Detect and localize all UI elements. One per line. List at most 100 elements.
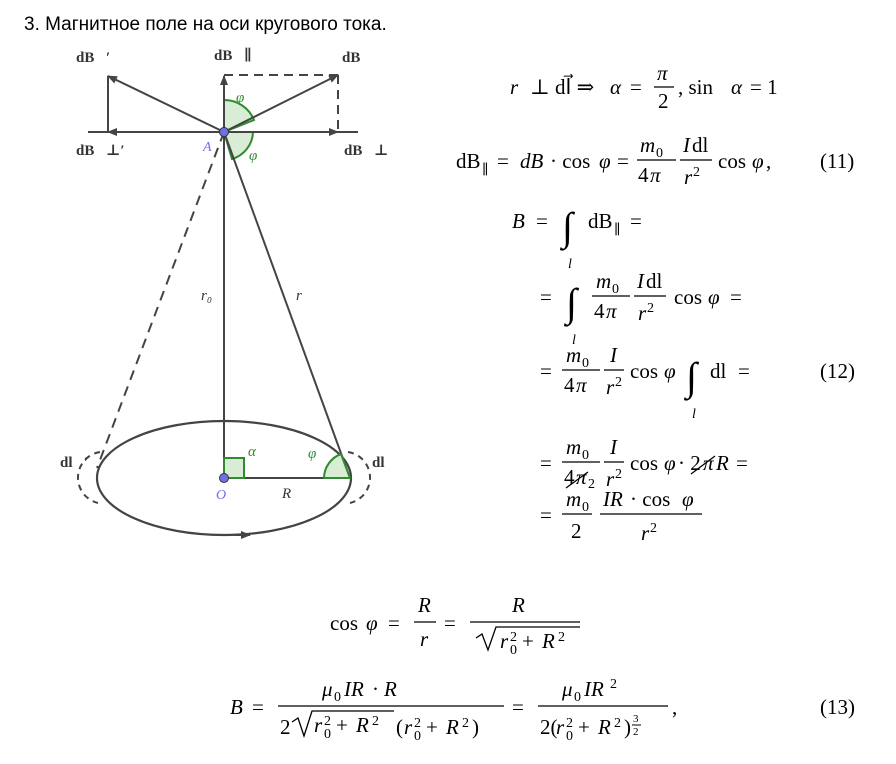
right-angle-alpha — [223, 457, 245, 479]
svg-text:r⃗: r⃗ — [510, 75, 535, 99]
svg-text:· 2: · 2 — [678, 451, 701, 475]
label-r0: r₀ — [201, 288, 212, 304]
svg-text:4: 4 — [564, 373, 575, 397]
svg-text:=: = — [738, 359, 750, 383]
dashed-r-line — [96, 131, 225, 469]
svg-text:R: R — [383, 677, 397, 701]
svg-text:2: 2 — [693, 165, 700, 180]
svg-text:2: 2 — [280, 715, 291, 739]
equation-13: B = μ 0 IR · R 2 r 0 2 + R 2 ( r 0 2 + R… — [230, 677, 855, 744]
svg-text:IR: IR — [343, 677, 364, 701]
svg-text:∫: ∫ — [559, 204, 576, 251]
svg-text:m: m — [566, 435, 581, 459]
label-R: R — [281, 486, 291, 502]
section-heading: 3. Магнитное поле на оси кругового тока. — [24, 14, 387, 36]
equation-13-number: (13) — [820, 695, 855, 719]
svg-text:μ: μ — [321, 677, 333, 701]
svg-text:2: 2 — [588, 477, 595, 492]
label-dB-prime: dB⃗′ — [76, 50, 110, 66]
equation-11-number: (11) — [820, 149, 854, 173]
svg-text:+: + — [426, 715, 438, 739]
svg-text:R: R — [355, 713, 369, 737]
svg-text:I: I — [636, 269, 645, 293]
svg-text:r: r — [314, 713, 323, 737]
svg-text:2: 2 — [610, 677, 617, 692]
svg-text:φ: φ — [599, 149, 611, 173]
label-dl-prime: dl⃗′ — [60, 455, 88, 471]
svg-text:= 1: = 1 — [750, 75, 778, 99]
svg-text:r: r — [556, 715, 565, 739]
svg-text:2: 2 — [324, 714, 331, 729]
svg-text:=: = — [630, 209, 642, 233]
svg-text:B: B — [230, 695, 243, 719]
svg-text:0: 0 — [510, 643, 517, 658]
svg-text:0: 0 — [582, 356, 589, 371]
svg-text:r: r — [420, 627, 429, 651]
svg-text:=: = — [512, 695, 524, 719]
label-dB-perp-prime: dB⃗⊥′ — [76, 143, 125, 159]
svg-text:2: 2 — [462, 716, 469, 731]
svg-text:π: π — [576, 373, 587, 397]
svg-text:l: l — [572, 333, 576, 348]
svg-text:r: r — [638, 301, 647, 325]
svg-text:2: 2 — [558, 630, 565, 645]
svg-text:): ) — [472, 715, 479, 739]
svg-text:2: 2 — [647, 301, 654, 316]
svg-text:3: 3 — [633, 713, 639, 725]
svg-text:cos: cos — [674, 285, 702, 309]
equation-12-number: (12) — [820, 359, 855, 383]
svg-text:B: B — [512, 209, 525, 233]
svg-text:): ) — [624, 715, 631, 739]
svg-text:· cos: · cos — [630, 487, 670, 511]
svg-text:=: = — [388, 611, 400, 635]
svg-text:2: 2 — [510, 630, 517, 645]
svg-text:,: , — [766, 149, 771, 173]
label-dB: dB⃗ — [342, 50, 372, 66]
svg-text:+: + — [578, 715, 590, 739]
svg-text:I: I — [682, 133, 691, 157]
svg-text:2: 2 — [658, 89, 669, 113]
svg-text:l: l — [692, 407, 696, 422]
svg-text:μ: μ — [561, 677, 573, 701]
svg-text:r: r — [500, 629, 509, 653]
angle-phi-ring — [322, 452, 352, 479]
svg-text:α: α — [610, 75, 622, 99]
svg-text:2: 2 — [615, 375, 622, 390]
svg-text:0: 0 — [582, 500, 589, 515]
svg-text:∥: ∥ — [482, 162, 488, 178]
svg-text:=: = — [252, 695, 264, 719]
svg-text:∥: ∥ — [614, 222, 620, 238]
svg-text:(: ( — [396, 715, 403, 739]
svg-text:·: · — [372, 677, 379, 701]
svg-text:+: + — [522, 629, 534, 653]
svg-text:,: , — [672, 695, 677, 719]
point-A-dot — [219, 127, 229, 137]
svg-text:φ: φ — [708, 285, 720, 309]
svg-text:cos: cos — [330, 611, 358, 635]
current-loop-figure: dB⃗′ dB⃗∥ dB⃗ dB⃗⊥′ dB⃗⊥ A O φ φ r₀ r α … — [60, 47, 396, 539]
svg-text:π: π — [650, 163, 661, 187]
svg-text:2: 2 — [414, 716, 421, 731]
svg-text:R: R — [541, 629, 555, 653]
svg-text:2: 2 — [633, 726, 639, 738]
svg-text:=: = — [497, 149, 509, 173]
svg-text:m: m — [596, 269, 611, 293]
svg-text:π: π — [657, 61, 668, 85]
svg-text:dl: dl — [646, 269, 663, 293]
svg-text:r: r — [606, 375, 615, 399]
label-dB-perp: dB⃗⊥ — [344, 143, 388, 159]
svg-text:IR: IR — [602, 487, 623, 511]
svg-text:π: π — [703, 451, 714, 475]
svg-text:=: = — [630, 75, 642, 99]
svg-text:2: 2 — [650, 521, 657, 536]
svg-text:φ: φ — [752, 149, 764, 173]
svg-text:dl: dl — [692, 133, 709, 157]
label-r: r — [296, 288, 302, 304]
dl-arc-right — [347, 451, 372, 504]
label-phi-bottom: φ — [249, 148, 257, 164]
label-point-O: O — [216, 488, 226, 503]
svg-text:=: = — [540, 359, 552, 383]
svg-text:4: 4 — [564, 465, 575, 489]
